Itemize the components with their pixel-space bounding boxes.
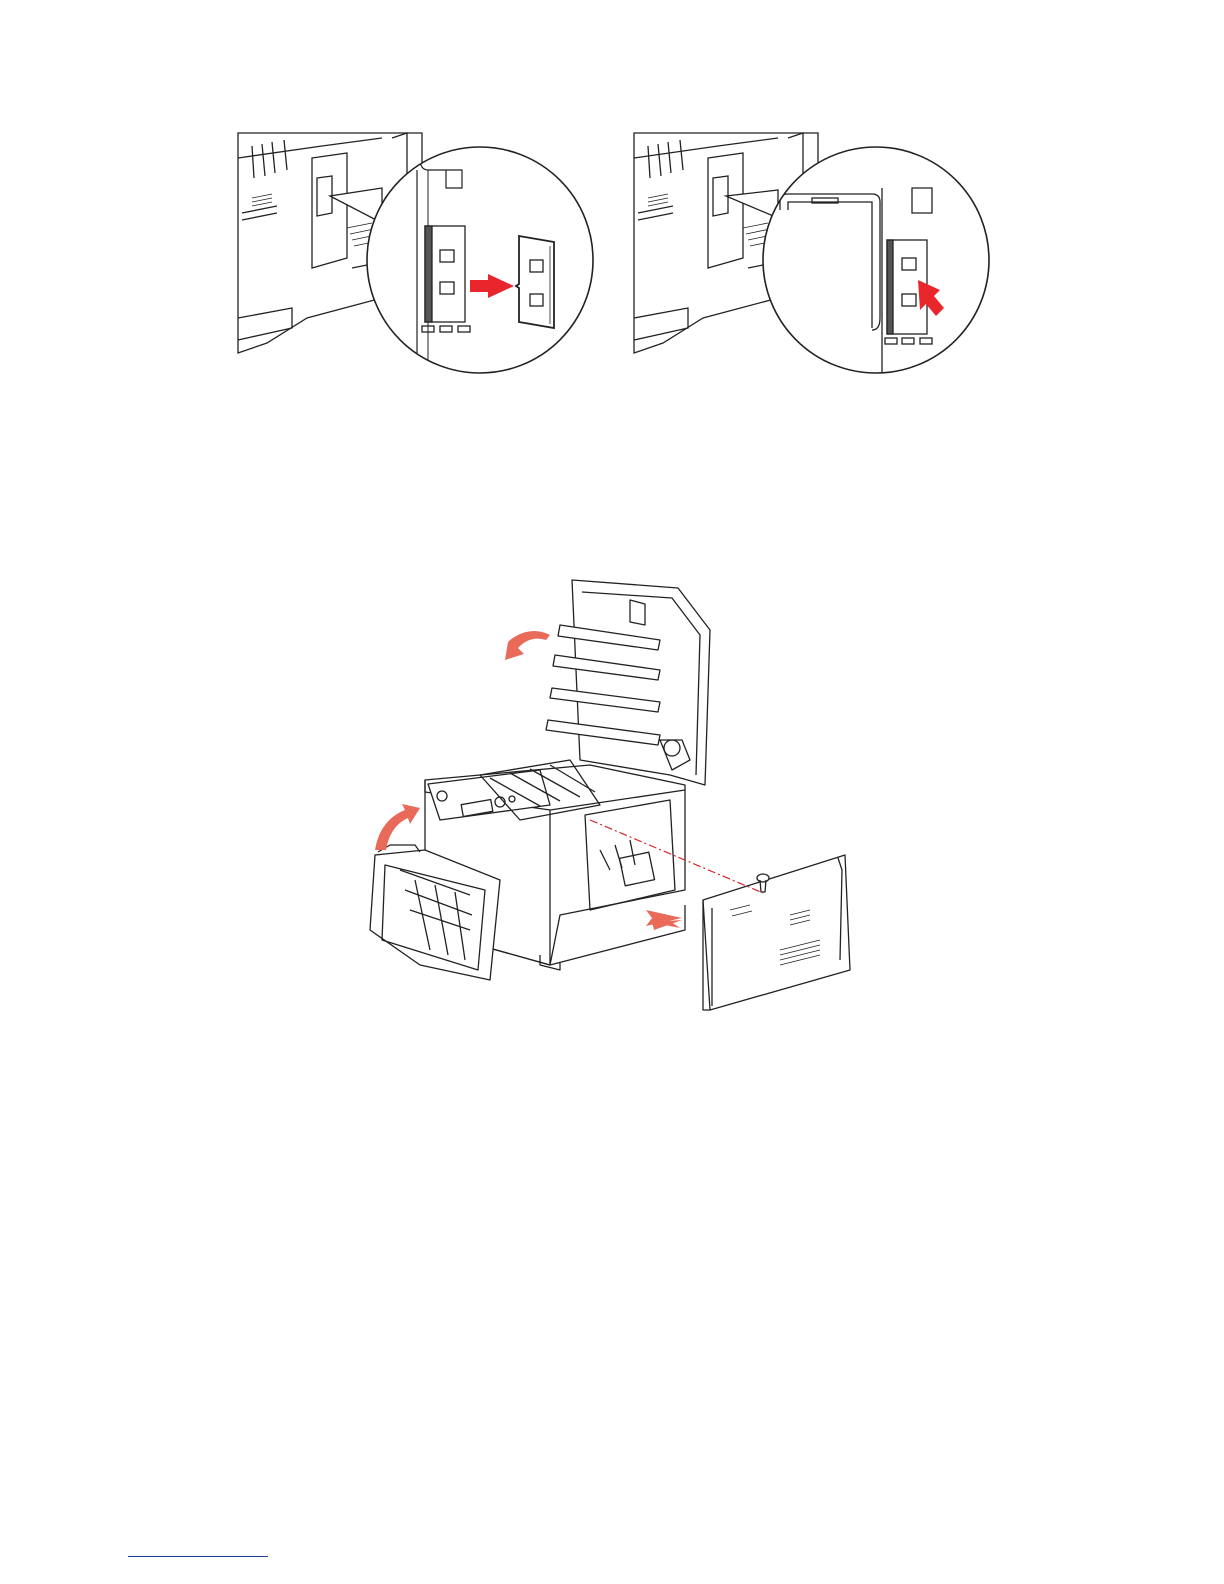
memory-press-illustration: [634, 133, 989, 373]
footnote-rule: [128, 1556, 268, 1557]
memory-insert-illustration: [238, 133, 593, 373]
memory-install-illustrations: [232, 118, 1002, 380]
cover-open-arrow: [505, 631, 550, 660]
door-open-arrow: [375, 804, 420, 850]
printer-side-panel-illustration: [360, 570, 860, 1015]
